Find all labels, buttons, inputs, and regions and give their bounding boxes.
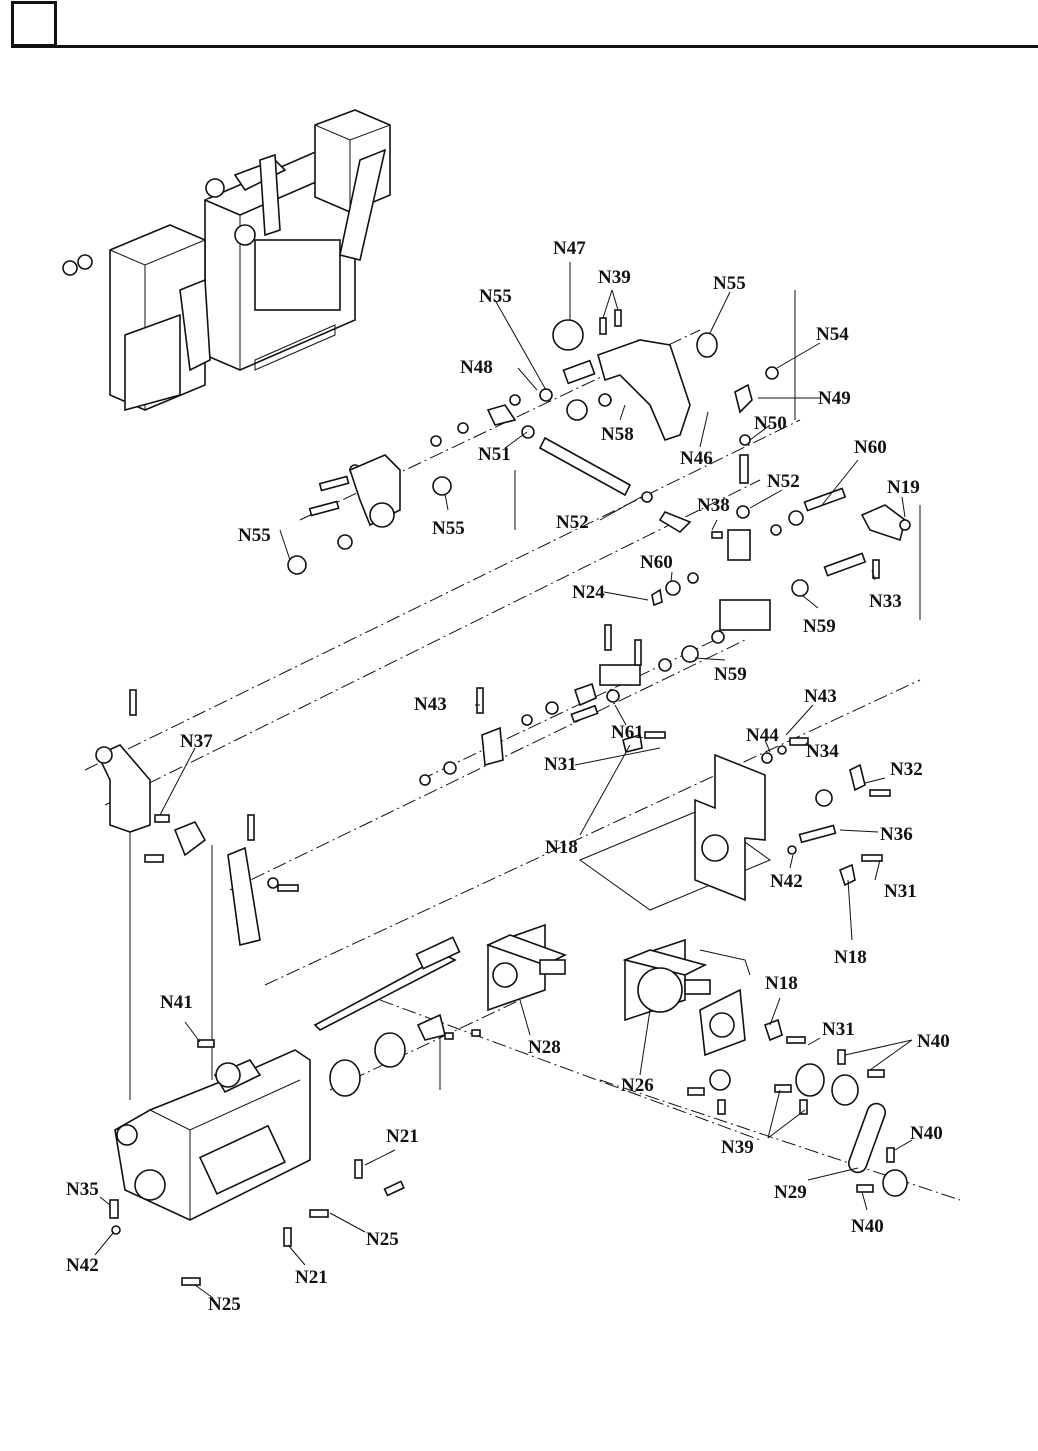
callout-N34: N34 xyxy=(806,741,839,762)
callout-N58: N58 xyxy=(601,424,634,445)
callout-N18: N18 xyxy=(834,947,867,968)
callout-N52: N52 xyxy=(556,512,589,533)
callout-N41: N41 xyxy=(160,992,193,1013)
callout-N21: N21 xyxy=(386,1126,419,1147)
callout-N28: N28 xyxy=(528,1037,561,1058)
callout-N39: N39 xyxy=(598,267,631,288)
callout-N40: N40 xyxy=(910,1123,943,1144)
callout-N61: N61 xyxy=(611,722,644,743)
callout-N50: N50 xyxy=(754,413,787,434)
callout-N31: N31 xyxy=(884,881,917,902)
callout-N54: N54 xyxy=(816,324,849,345)
callout-N42: N42 xyxy=(66,1255,99,1276)
callout-N59: N59 xyxy=(714,664,747,685)
callout-N52: N52 xyxy=(767,471,800,492)
callout-labels: N47 N39 N55 N55 N54 N48 N49 N58 N50 N51 … xyxy=(66,238,950,1315)
motor-and-shaft-parts xyxy=(313,923,908,1197)
callout-N29: N29 xyxy=(774,1182,807,1203)
callout-N38: N38 xyxy=(697,495,730,516)
callout-N36: N36 xyxy=(880,824,913,845)
callout-N55: N55 xyxy=(432,518,465,539)
callout-N25: N25 xyxy=(366,1229,399,1250)
callout-N24: N24 xyxy=(572,582,605,603)
callout-N43: N43 xyxy=(804,686,837,707)
callout-N40: N40 xyxy=(851,1216,884,1237)
leader-lines xyxy=(94,262,913,1299)
callout-N39: N39 xyxy=(721,1137,754,1158)
callout-N46: N46 xyxy=(680,448,713,469)
header-rule xyxy=(11,45,1038,48)
mounting-plate-parts xyxy=(622,731,891,902)
callout-N44: N44 xyxy=(746,725,779,746)
assembled-machine-overview xyxy=(62,109,391,412)
callout-N31: N31 xyxy=(822,1019,855,1040)
left-bracket-parts xyxy=(95,689,299,946)
callout-N32: N32 xyxy=(890,759,923,780)
callout-N55: N55 xyxy=(238,525,271,546)
callout-N51: N51 xyxy=(478,444,511,465)
callout-N26: N26 xyxy=(621,1075,654,1096)
callout-N47: N47 xyxy=(553,238,586,259)
callout-N19: N19 xyxy=(887,477,920,498)
callout-N59: N59 xyxy=(803,616,836,637)
callout-N43: N43 xyxy=(414,694,447,715)
callout-N25: N25 xyxy=(208,1294,241,1315)
middle-shaft-parts xyxy=(419,624,725,786)
callout-N33: N33 xyxy=(869,591,902,612)
callout-N49: N49 xyxy=(818,388,851,409)
callout-N37: N37 xyxy=(180,731,213,752)
callout-N42: N42 xyxy=(770,871,803,892)
callout-N55: N55 xyxy=(713,273,746,294)
callout-N18: N18 xyxy=(765,973,798,994)
callout-N48: N48 xyxy=(460,357,493,378)
callout-N40: N40 xyxy=(917,1031,950,1052)
assembly-centerlines xyxy=(84,290,961,1201)
callout-N55: N55 xyxy=(479,286,512,307)
callout-N60: N60 xyxy=(854,437,887,458)
callout-N35: N35 xyxy=(66,1179,99,1200)
upper-linkage-parts xyxy=(287,309,911,631)
base-frame xyxy=(109,1039,405,1286)
callout-N60: N60 xyxy=(640,552,673,573)
callout-N18: N18 xyxy=(545,837,578,858)
callout-N31: N31 xyxy=(544,754,577,775)
callout-N21: N21 xyxy=(295,1267,328,1288)
